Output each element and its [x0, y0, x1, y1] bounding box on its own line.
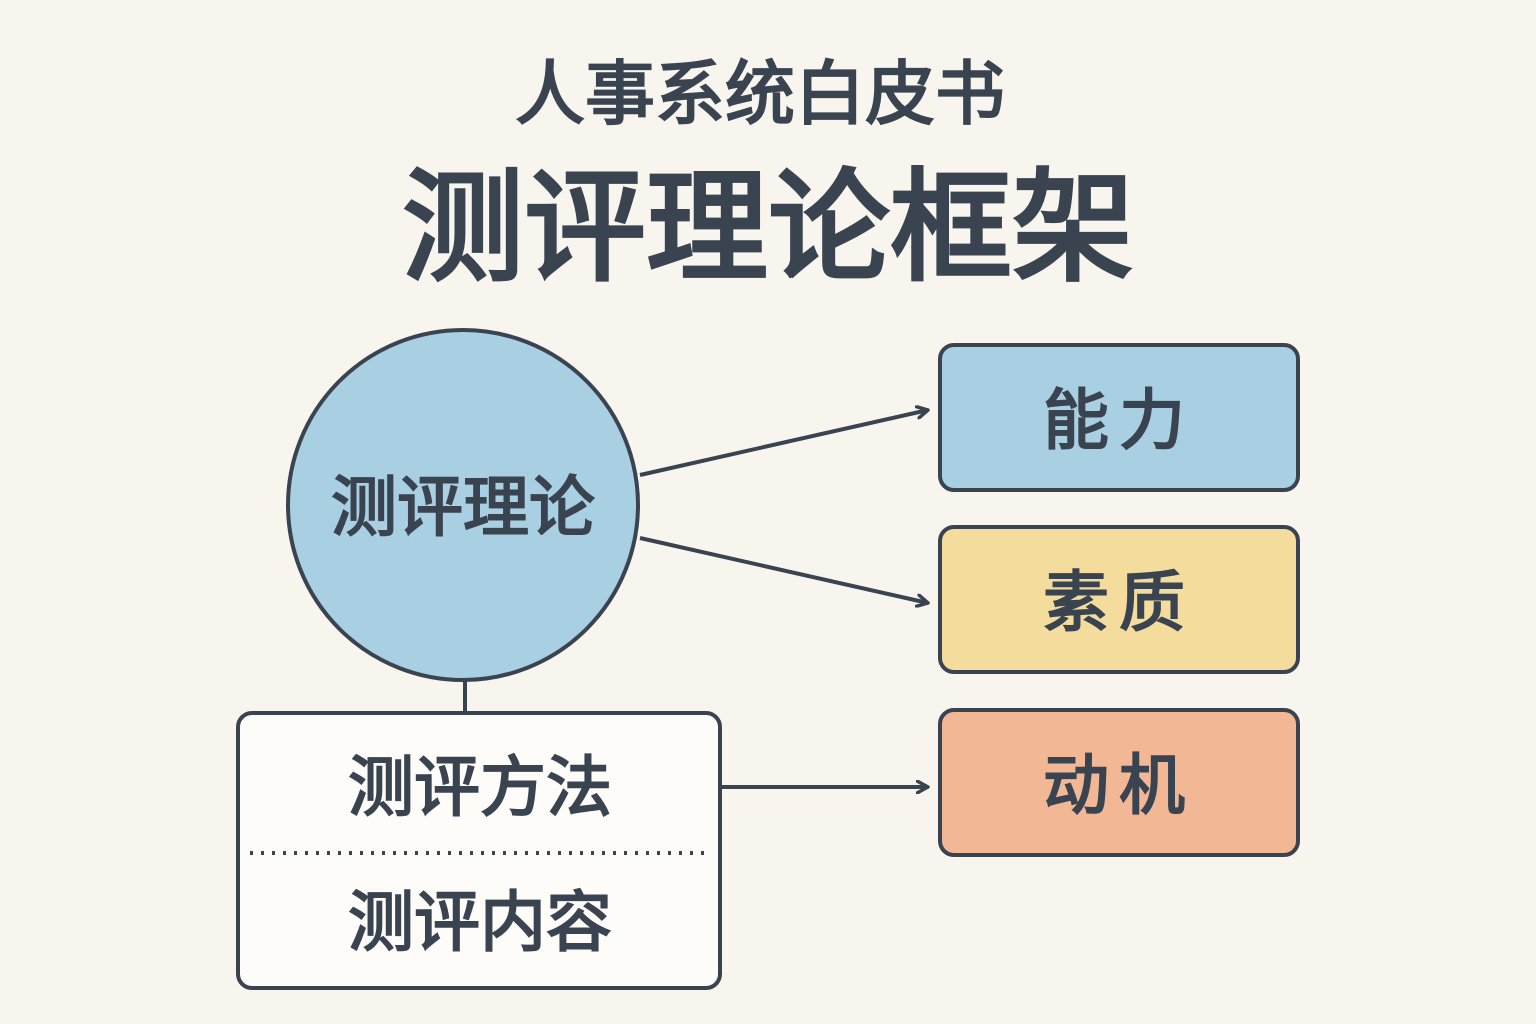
target-ability: 能力: [938, 343, 1300, 492]
center-node-label: 测评理论: [331, 469, 596, 546]
arrow-to-ability: [639, 410, 928, 477]
method-label: 测评方法: [348, 749, 612, 826]
target-ability-label: 能力: [1043, 382, 1195, 459]
target-quality-label: 素质: [1043, 564, 1195, 641]
arrow-to-quality: [639, 536, 928, 603]
target-motivation-label: 动机: [1043, 747, 1195, 824]
target-quality: 素质: [938, 525, 1300, 674]
center-node: 测评理论: [286, 328, 640, 682]
subtitle: 人事系统白皮书: [515, 53, 1005, 135]
page-title: 测评理论框架: [402, 157, 1134, 299]
content-label: 测评内容: [348, 884, 612, 961]
method-content-box: 测评方法 测评内容: [236, 711, 722, 990]
target-motivation: 动机: [938, 708, 1300, 857]
